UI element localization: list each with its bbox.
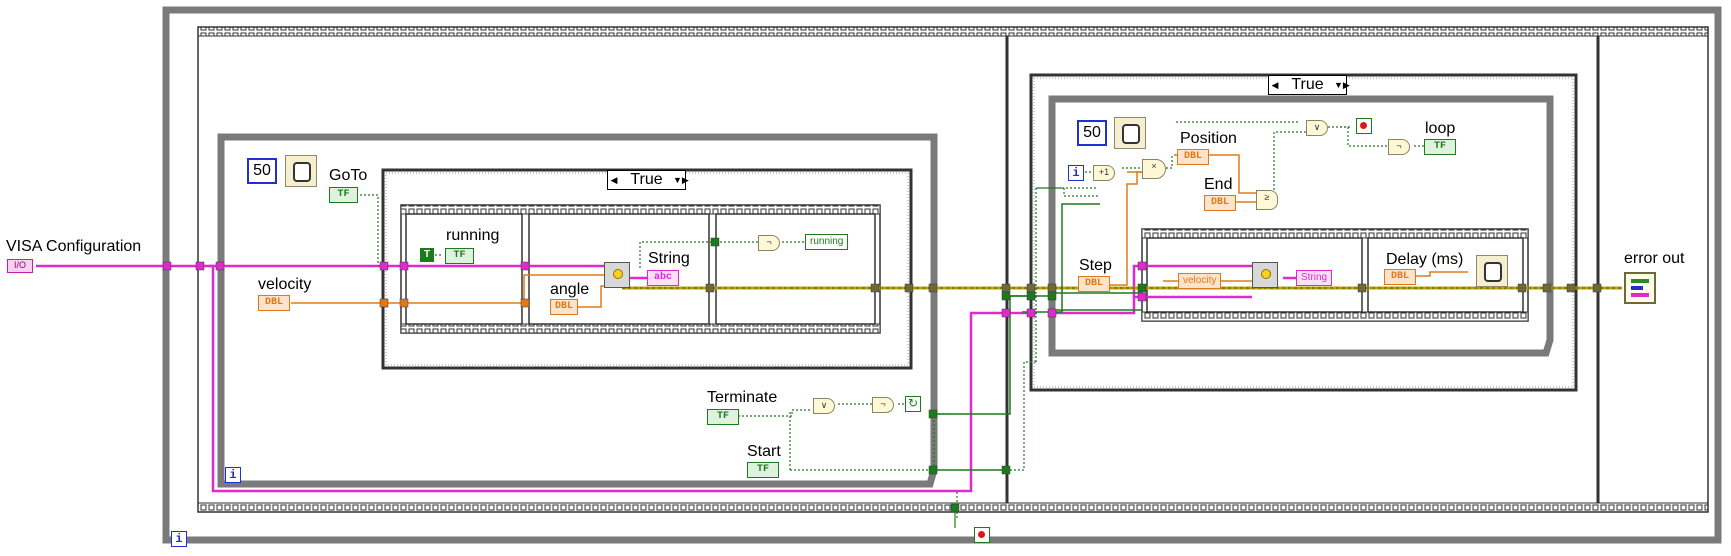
velocity-label: velocity <box>258 276 312 293</box>
error-out-label: error out <box>1624 250 1685 267</box>
angle-label: angle <box>550 281 590 298</box>
goto-control[interactable]: TF <box>329 187 358 203</box>
loop-case-selector[interactable]: ◀ True ▼▶ <box>1268 75 1350 95</box>
goto-case-value: True <box>630 171 663 188</box>
wait-ms-icon-2[interactable] <box>1114 117 1146 149</box>
case-dropdown-icon[interactable]: ▼▶ <box>673 174 689 185</box>
end-label: End <box>1204 176 1233 193</box>
wait-ms-icon[interactable] <box>285 155 317 187</box>
delay-control[interactable]: DBL <box>1384 269 1416 285</box>
decrement-case-icon[interactable]: ◀ <box>610 174 618 185</box>
visa-wire <box>36 264 1302 493</box>
goto-label: GoTo <box>329 167 368 184</box>
loop-case-value: True <box>1291 76 1324 93</box>
start-control[interactable]: TF <box>747 462 779 478</box>
left-inner-sequence <box>400 204 881 334</box>
step-label: Step <box>1079 257 1112 274</box>
angle-control[interactable]: DBL <box>550 299 578 315</box>
loop-indicator[interactable]: TF <box>1424 139 1456 155</box>
visa-configuration-control[interactable]: I/O <box>7 259 33 273</box>
outer-sequence-top <box>197 26 1709 37</box>
not-gate-icon[interactable]: ¬ <box>758 235 780 251</box>
loop-condition-icon[interactable]: ↻ <box>905 396 921 412</box>
stepper-subvi-icon[interactable] <box>604 262 630 288</box>
outer-while-loop <box>162 6 1722 544</box>
position-label: Position <box>1180 130 1237 147</box>
not-gate-icon-2[interactable]: ¬ <box>872 397 894 413</box>
boolean-wire <box>360 121 1426 520</box>
position-indicator[interactable]: DBL <box>1177 149 1209 165</box>
velocity-property-node[interactable]: velocity <box>1178 273 1222 289</box>
delay-label: Delay (ms) <box>1386 251 1464 268</box>
left-loop-iteration-terminal: i <box>225 467 241 483</box>
running-label: running <box>446 227 500 244</box>
or-gate-icon[interactable]: ∨ <box>813 398 835 414</box>
right-loop-iteration-terminal: i <box>1068 165 1084 181</box>
goto-case-selector[interactable]: ◀ True ▼▶ <box>607 170 689 190</box>
case-dropdown-icon-2[interactable]: ▼▶ <box>1334 79 1350 90</box>
error-out-indicator[interactable] <box>1624 272 1656 304</box>
string-label: String <box>648 250 690 267</box>
left-while-loop <box>217 133 938 488</box>
right-while-loop <box>1048 95 1554 357</box>
stepper-subvi-icon-2[interactable] <box>1252 262 1278 288</box>
running-indicator[interactable]: TF <box>445 248 474 264</box>
greater-equal-icon[interactable]: ≥ <box>1256 190 1278 210</box>
visa-configuration-label: VISA Configuration <box>6 238 142 255</box>
loop-label: loop <box>1425 120 1456 137</box>
outer-loop-iteration-terminal: i <box>171 531 187 547</box>
string-indicator[interactable]: abc <box>647 270 679 286</box>
increment-icon[interactable]: +1 <box>1093 165 1115 181</box>
end-control[interactable]: DBL <box>1204 195 1236 211</box>
wait-ms-constant-left[interactable]: 50 <box>247 158 277 184</box>
wait-ms-icon-3[interactable] <box>1476 255 1508 287</box>
step-control[interactable]: DBL <box>1078 276 1110 292</box>
or-gate-icon-2[interactable]: ∨ <box>1306 120 1328 136</box>
start-label: Start <box>747 443 781 460</box>
terminate-control[interactable]: TF <box>707 409 739 425</box>
wait-ms-constant-right[interactable]: 50 <box>1077 120 1107 146</box>
terminate-label: Terminate <box>707 389 778 406</box>
true-constant[interactable]: T <box>420 248 434 262</box>
tunnels <box>162 237 1602 513</box>
velocity-control[interactable]: DBL <box>258 295 290 311</box>
goto-case-structure <box>381 168 913 370</box>
outer-stop-condition-icon[interactable] <box>974 527 990 543</box>
running-property-node[interactable]: running <box>805 234 849 250</box>
decrement-case-icon-2[interactable]: ◀ <box>1271 79 1279 90</box>
right-stop-condition-icon[interactable] <box>1356 118 1372 134</box>
string-property-node[interactable]: String <box>1296 270 1333 286</box>
not-gate-icon-3[interactable]: ¬ <box>1388 139 1410 155</box>
multiply-icon[interactable]: × <box>1142 159 1166 179</box>
